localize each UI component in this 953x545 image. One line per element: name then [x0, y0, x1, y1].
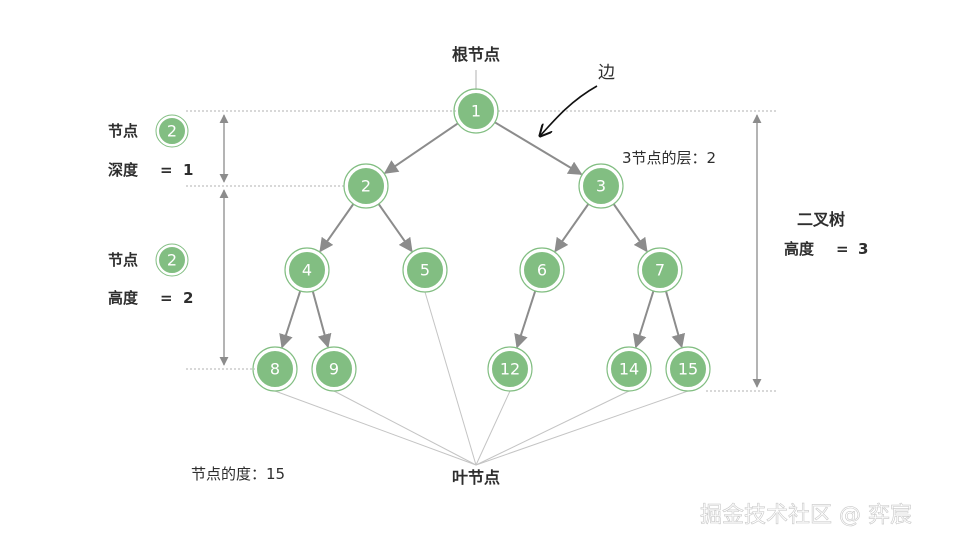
- tree-node-5: 5: [402, 247, 448, 293]
- height-eq: =: [160, 289, 173, 307]
- edge-label: 边: [598, 63, 615, 83]
- node-b-label: 节点: [108, 251, 138, 269]
- edge-n2-n4: [319, 203, 355, 253]
- node-a-label: 节点: [108, 122, 138, 140]
- edge-n3-n6: [554, 203, 590, 253]
- leaf-connector-n9: [333, 390, 477, 466]
- height-label: 高度: [108, 289, 139, 307]
- measure-arrows: [219, 114, 762, 388]
- tree-title: 二叉树: [797, 210, 845, 229]
- node-level-label: 3节点的层：2: [622, 149, 716, 167]
- tree-node-label: 14: [619, 360, 639, 379]
- leaf-connector-n5: [424, 291, 477, 466]
- leaf-connector-lines: [274, 291, 689, 466]
- height-value: 2: [183, 289, 193, 307]
- tree-node-label: 12: [500, 360, 520, 379]
- edge-n3-n7: [612, 203, 648, 253]
- edge-n1-n3: [494, 121, 583, 176]
- tree-node-12: 12: [487, 346, 533, 392]
- depth-eq: =: [160, 161, 173, 179]
- edge-n4-n9: [311, 290, 332, 349]
- tree-node-7: 7: [637, 247, 683, 293]
- node-degree-label: 节点的度：15: [191, 465, 285, 483]
- tree-node-label: 5: [420, 261, 430, 280]
- tree-node-4: 4: [284, 247, 330, 293]
- svg-text:2: 2: [167, 122, 177, 141]
- tree-node-label: 6: [537, 261, 547, 280]
- tree-height-value: 3: [858, 240, 868, 258]
- tree-node-label: 1: [471, 102, 481, 121]
- edge-n7-n15: [665, 290, 686, 349]
- leaf-label: 叶节点: [452, 468, 500, 487]
- tree-node-label: 8: [270, 360, 280, 379]
- tree-node-label: 15: [678, 360, 698, 379]
- depth-value: 1: [183, 161, 193, 179]
- tree-node-1: 1: [453, 88, 499, 134]
- node-b-badge: 2: [155, 243, 189, 277]
- leaf-connector-n8: [274, 390, 477, 466]
- watermark: 掘金技术社区 @ 弈宸: [700, 503, 912, 528]
- edge-n1-n2: [383, 122, 459, 174]
- tree-node-label: 7: [655, 261, 665, 280]
- tree-node-label: 9: [329, 360, 339, 379]
- leaf-connector-n15: [475, 390, 689, 466]
- svg-text:2: 2: [167, 251, 177, 270]
- tree-node-15: 15: [665, 346, 711, 392]
- tree-node-label: 4: [302, 261, 312, 280]
- tree-height-label: 高度: [784, 240, 815, 258]
- tree-node-14: 14: [606, 346, 652, 392]
- edge-n6-n12: [514, 290, 537, 349]
- tree-node-8: 8: [252, 346, 298, 392]
- tree-node-9: 9: [311, 346, 357, 392]
- tree-edges: [279, 121, 686, 349]
- tree-node-label: 2: [361, 177, 371, 196]
- tree-node-6: 6: [519, 247, 565, 293]
- tree-node-2: 2: [343, 163, 389, 209]
- tree-height-eq: =: [836, 240, 849, 258]
- leaf-connector-n12: [475, 390, 511, 466]
- root-label: 根节点: [452, 45, 500, 64]
- leaf-connector-n14: [475, 390, 630, 466]
- edge-n7-n14: [632, 290, 655, 349]
- tree-node-3: 3: [578, 163, 624, 209]
- edge-pointer-arrow: [540, 85, 598, 136]
- edge-n4-n8: [279, 290, 302, 349]
- depth-label: 深度: [108, 161, 139, 179]
- tree-node-label: 3: [596, 177, 606, 196]
- edge-n2-n5: [377, 203, 413, 253]
- node-a-badge: 2: [155, 114, 189, 148]
